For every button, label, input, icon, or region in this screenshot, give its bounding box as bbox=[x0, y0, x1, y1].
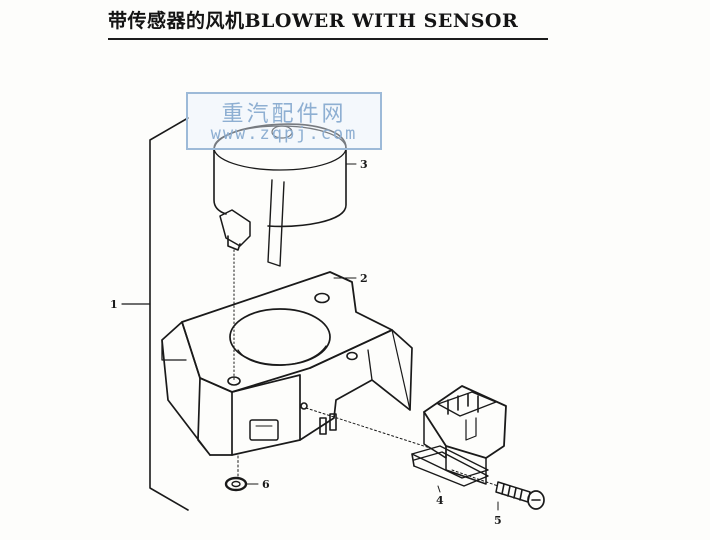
watermark-logo: 重汽配件网 www.zqpj.com bbox=[186, 92, 382, 150]
callout-labels: 1 2 3 4 5 6 bbox=[110, 158, 502, 527]
bracket-housing bbox=[161, 271, 413, 456]
page-title: 带传感器的风机BLOWER WITH SENSOR bbox=[108, 10, 519, 32]
grommet bbox=[224, 476, 248, 492]
callout-4: 4 bbox=[436, 494, 444, 507]
callout-6: 6 bbox=[262, 478, 270, 491]
title-underline bbox=[108, 38, 548, 40]
screw bbox=[495, 481, 545, 510]
assembly-bracket-line bbox=[121, 117, 189, 511]
leader-lines bbox=[245, 163, 499, 511]
sensor-connector bbox=[423, 385, 507, 485]
watermark-url: www.zqpj.com bbox=[210, 124, 358, 144]
callout-2: 2 bbox=[360, 272, 368, 285]
sensor-clip bbox=[411, 445, 489, 487]
callout-1: 1 bbox=[110, 298, 118, 311]
blower-motor bbox=[213, 123, 347, 381]
callout-3: 3 bbox=[360, 158, 368, 171]
callout-5: 5 bbox=[494, 514, 502, 527]
assembly-lines bbox=[237, 407, 499, 487]
title-bar: 带传感器的风机BLOWER WITH SENSOR bbox=[108, 0, 710, 48]
watermark-text: 重汽配件网 bbox=[221, 102, 347, 127]
